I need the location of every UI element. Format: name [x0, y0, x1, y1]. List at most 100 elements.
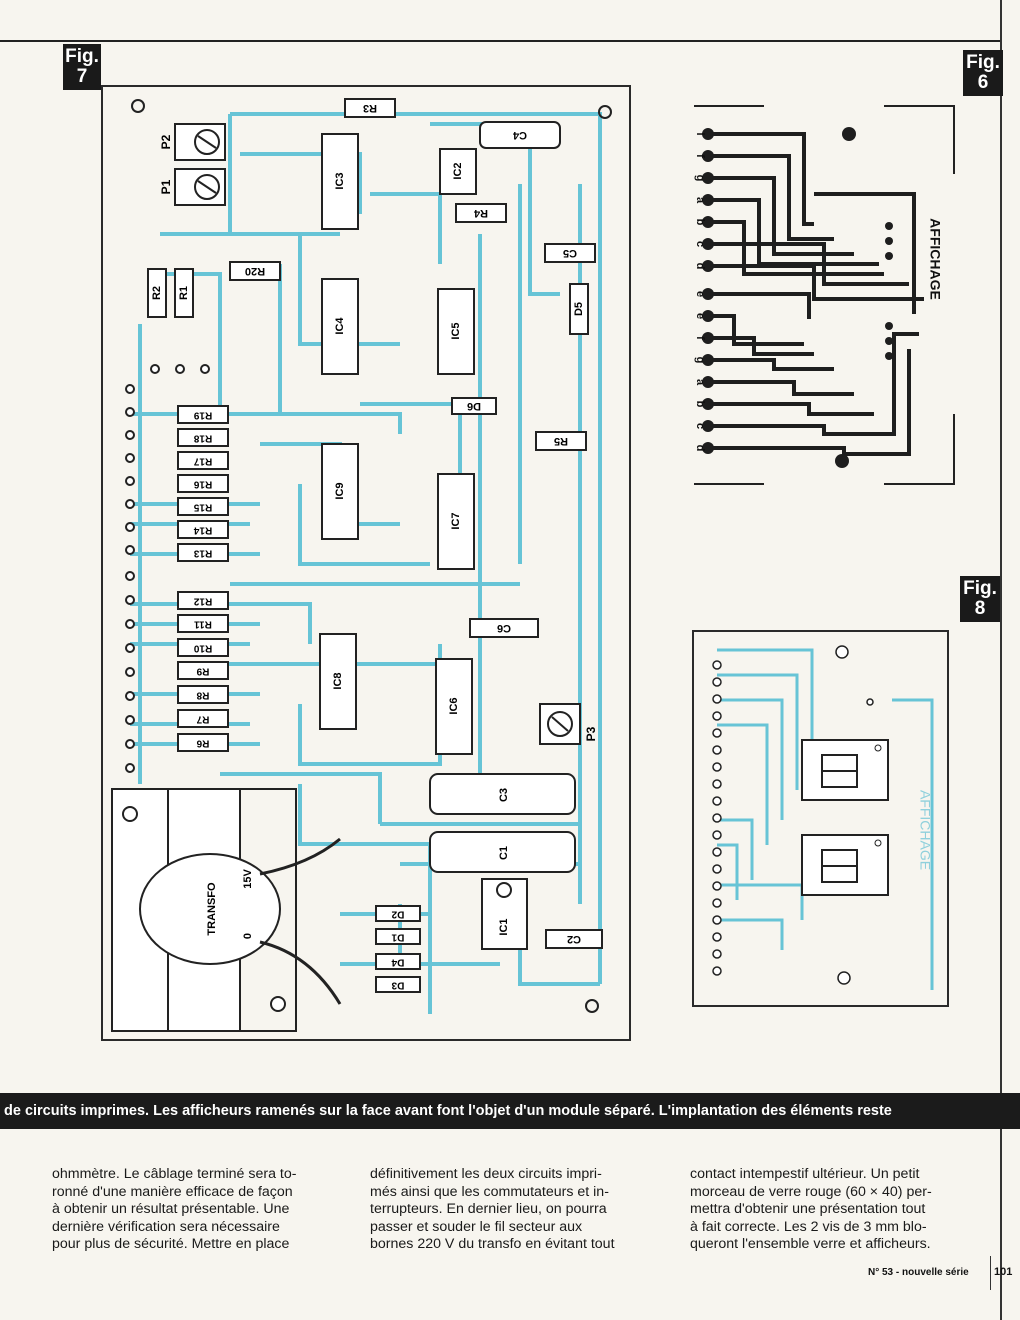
d4-label: D4: [391, 956, 404, 967]
r10-label: R10: [193, 642, 212, 653]
svg-text:b: b: [694, 401, 706, 408]
fig8-display-layout: AFFICHAGE: [692, 630, 949, 1007]
fig6-label: Fig.: [966, 52, 1000, 73]
svg-text:c: c: [694, 241, 706, 247]
fig8-label: Fig.: [963, 578, 997, 599]
transfo-15v-label: 15V: [242, 869, 254, 889]
body-column-2: définitivement les deux circuits impri- …: [370, 1166, 615, 1252]
capacitor-c1-body: [429, 831, 576, 873]
segment-labels: l f g a b c d e e f g a b c d: [694, 132, 706, 451]
r16-label: R16: [193, 478, 212, 489]
ic3-label: IC3: [334, 172, 346, 189]
svg-text:f: f: [694, 336, 706, 340]
capacitor-c4-body: [479, 121, 561, 149]
fig6-number: 6: [977, 72, 989, 93]
r3-label: R3: [363, 102, 377, 114]
c3-label: C3: [498, 788, 510, 802]
r14-label: R14: [193, 524, 212, 535]
svg-text:e: e: [694, 291, 706, 297]
fig7-pcb-layout: P2 P1 R2 R1 R3 C4 IC2 R4 IC3 C5 R20 IC4 …: [101, 85, 631, 1041]
body-column-1: ohmmètre. Le câblage terminé sera to- ro…: [52, 1166, 297, 1252]
seven-segment-display-2: [801, 834, 889, 896]
diode-d6-body: [451, 397, 497, 415]
resistor-r1-body: [174, 268, 194, 318]
ic4-label: IC4: [334, 317, 346, 335]
r8-label: R8: [196, 689, 209, 700]
d1-label: D1: [391, 931, 404, 942]
r2-label: R2: [151, 286, 163, 300]
display-traces: [708, 132, 924, 456]
d2-label: D2: [391, 908, 404, 919]
svg-text:a: a: [694, 197, 706, 204]
resistor-r2-body: [147, 268, 167, 318]
fig8-tag: Fig. 8: [960, 576, 1000, 622]
transfo-label: TRANSFO: [206, 882, 218, 936]
r17-label: R17: [193, 455, 212, 466]
r4-label: R4: [473, 207, 488, 219]
r6-label: R6: [196, 737, 209, 748]
svg-text:c: c: [694, 423, 706, 429]
svg-text:g: g: [694, 357, 706, 364]
svg-text:g: g: [694, 175, 706, 182]
c5-label: C5: [563, 247, 577, 259]
body-column-3: contact intempestif ultérieur. Un petit …: [690, 1166, 932, 1252]
capacitor-c5-body: [544, 243, 596, 263]
ic8-body: [319, 633, 357, 730]
capacitor-c2-body: [545, 929, 603, 949]
transfo-zero-label: 0: [242, 933, 254, 939]
r19-label: R19: [193, 409, 212, 420]
r11-label: R11: [194, 618, 212, 629]
resistor-r4-body: [455, 203, 507, 223]
p3-label: P3: [584, 726, 598, 741]
resistor-bank-upper: R19 R18 R17 R16 R15 R14 R13: [177, 405, 229, 562]
trimmer-p1: [174, 168, 226, 206]
copper-traces: [130, 112, 602, 1014]
ic2-body: [439, 148, 477, 195]
diode-d2-body: [375, 905, 421, 922]
r9-label: R9: [196, 665, 209, 676]
trimmer-p2: [174, 123, 226, 161]
ic2-label: IC2: [452, 162, 464, 179]
affichage-label: AFFICHAGE: [927, 218, 943, 300]
svg-text:b: b: [694, 219, 706, 226]
diode-d4-body: [375, 953, 421, 970]
fig7-tag: Fig. 7: [63, 44, 101, 90]
ic6-body: [435, 658, 473, 755]
svg-text:a: a: [694, 379, 706, 386]
svg-text:d: d: [694, 263, 706, 270]
r1-label: R1: [178, 286, 190, 300]
c6-label: C6: [497, 622, 511, 634]
resistor-bank-lower: R12 R11 R10 R9 R8 R7 R6: [177, 591, 229, 752]
transformer: [111, 788, 297, 1032]
p2-label: P2: [159, 134, 173, 149]
connector-pads: [125, 364, 210, 773]
fig8-pads: [712, 645, 874, 985]
ic6-label: IC6: [448, 697, 460, 714]
capacitor-c6-body: [469, 618, 539, 638]
c4-label: C4: [512, 129, 527, 141]
svg-text:e: e: [694, 313, 706, 319]
svg-text:f: f: [694, 154, 706, 158]
ic1-label: IC1: [498, 918, 510, 935]
ic5-label: IC5: [450, 322, 462, 339]
top-rule: [0, 40, 1000, 42]
page-number: 101: [994, 1266, 1013, 1278]
r18-label: R18: [193, 432, 212, 443]
r15-label: R15: [193, 501, 212, 512]
r13-label: R13: [193, 547, 212, 558]
ic7-label: IC7: [450, 512, 462, 529]
c1-label: C1: [498, 846, 510, 860]
fig6-display-pcb: l f g a b c d e e f g a b c d AFFICHAGE: [694, 105, 955, 485]
diode-d1-body: [375, 928, 421, 945]
r7-label: R7: [196, 713, 209, 724]
ic9-body: [321, 443, 359, 540]
d5-label: D5: [573, 302, 585, 316]
footer-separator: [990, 1256, 991, 1290]
seven-segment-display-1: [801, 739, 889, 801]
capacitor-c3-body: [429, 773, 576, 815]
fig7-number: 7: [76, 66, 88, 87]
r12-label: R12: [193, 595, 212, 606]
trimmer-p3: [539, 703, 581, 745]
diode-d3-body: [375, 976, 421, 993]
svg-text:d: d: [694, 445, 706, 452]
